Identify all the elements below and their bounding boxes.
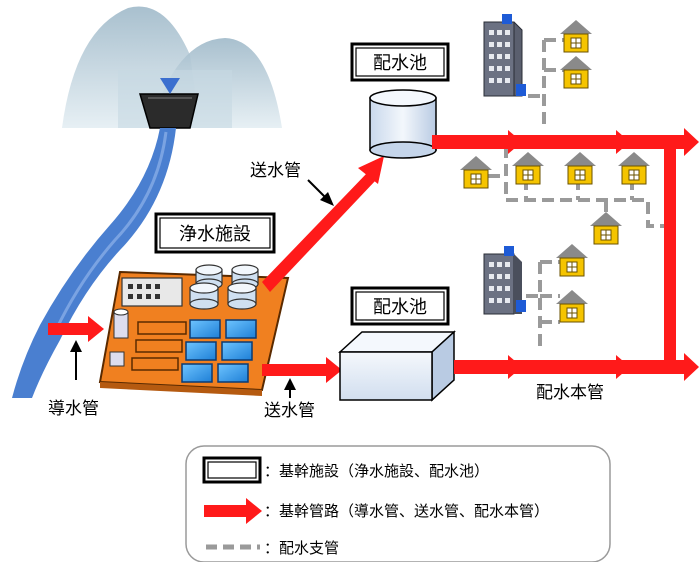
reservoir-bottom-label-box: 配水池: [350, 286, 450, 326]
apartment-building-top: [483, 14, 526, 97]
reservoir-bottom: [338, 330, 456, 402]
house-icon: [564, 152, 596, 185]
treatment-plant: [98, 264, 290, 396]
transmission-pipe-top-label: 送水管: [250, 161, 301, 181]
legend-branch-pipe-text: ：配水支管: [264, 539, 339, 557]
transmission-pipe-bottom-label: 送水管: [264, 401, 315, 421]
house-icon: [618, 152, 650, 185]
treatment-plant-label: 浄水施設: [179, 224, 251, 245]
conveyance-pipe-pointer: [70, 340, 82, 380]
conveyance-pipe-label: 導水管: [48, 399, 99, 419]
transmission-pipe-bottom: [262, 357, 342, 383]
transmission-pipe-top: [262, 156, 384, 292]
reservoir-top-label: 配水池: [373, 53, 427, 74]
dam-icon: [138, 93, 199, 129]
house-icon: [590, 212, 622, 245]
reservoir-bottom-label: 配水池: [373, 297, 427, 318]
distribution-main-label: 配水本管: [536, 383, 604, 403]
reservoir-top: [369, 89, 437, 159]
house-icon: [556, 244, 588, 277]
legend-facility-icon: [202, 456, 262, 484]
reservoir-top-label-box: 配水池: [350, 42, 450, 82]
conveyance-pipe: [48, 316, 104, 342]
house-icon: [560, 56, 592, 89]
transmission-pipe-bottom-pointer: [284, 378, 296, 398]
house-icon: [460, 156, 492, 189]
legend-main-pipe-text: ：基幹管路（導水管、送水管、配水本管）: [264, 502, 549, 520]
legend-facility-text: ：基幹施設（浄水施設、配水池）: [264, 462, 489, 480]
transmission-pipe-top-pointer: [307, 179, 334, 206]
treatment-plant-label-box: 浄水施設: [154, 212, 276, 254]
legend: ：基幹施設（浄水施設、配水池） ：基幹管路（導水管、送水管、配水本管） ：配水支…: [185, 445, 611, 562]
house-icon: [560, 20, 592, 53]
mountain-dam: [62, 6, 282, 129]
house-icon: [512, 152, 544, 185]
distribution-main: [432, 128, 699, 381]
house-icon: [556, 290, 588, 323]
legend-main-pipe-icon: [204, 498, 262, 524]
apartment-building-bottom: [483, 246, 526, 315]
